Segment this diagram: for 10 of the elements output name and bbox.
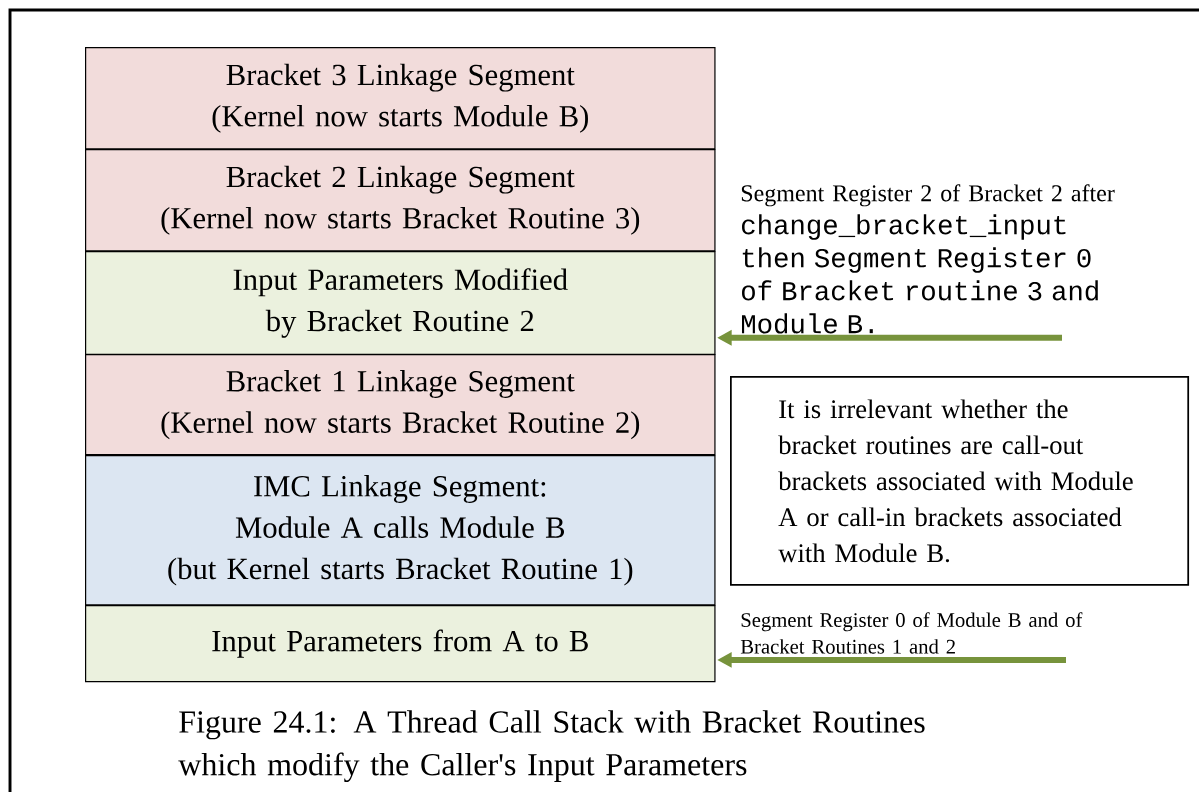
stack-segment: Bracket 3 Linkage Segment (Kernel now starts Module B)	[85, 47, 716, 150]
annotation-text: Segment Register 2 of Bracket 2 after change_bracket_input then Segment Register 0 of Bracket routine 3 and Module B.	[741, 184, 1115, 334]
stack-segment: Bracket 1 Linkage Segment (Kernel now starts Bracket Routine 2)	[85, 354, 716, 456]
stack-segment: Bracket 2 Linkage Segment (Kernel now starts Bracket Routine 3)	[85, 149, 716, 252]
figure-caption: Figure 24.1: A Thread Call Stack with Bracket Routines which modify the Caller's Input Parameters	[178, 710, 925, 783]
stack-segment: Input Parameters Modified by Bracket Routine 2	[85, 251, 716, 355]
stack-segment: Input Parameters from A to B	[85, 605, 716, 683]
annotation-text: Segment Register 0 of Module B and of Bracket Routines 1 and 2	[740, 612, 1083, 654]
note-box: It is irrelevant whether the bracket routines are call-out brackets associated with Module A or call-in brackets associated with Module B.	[730, 376, 1190, 586]
stack-segment: IMC Linkage Segment: Module A calls Module B (but Kernel starts Bracket Routine 1)	[85, 455, 716, 606]
